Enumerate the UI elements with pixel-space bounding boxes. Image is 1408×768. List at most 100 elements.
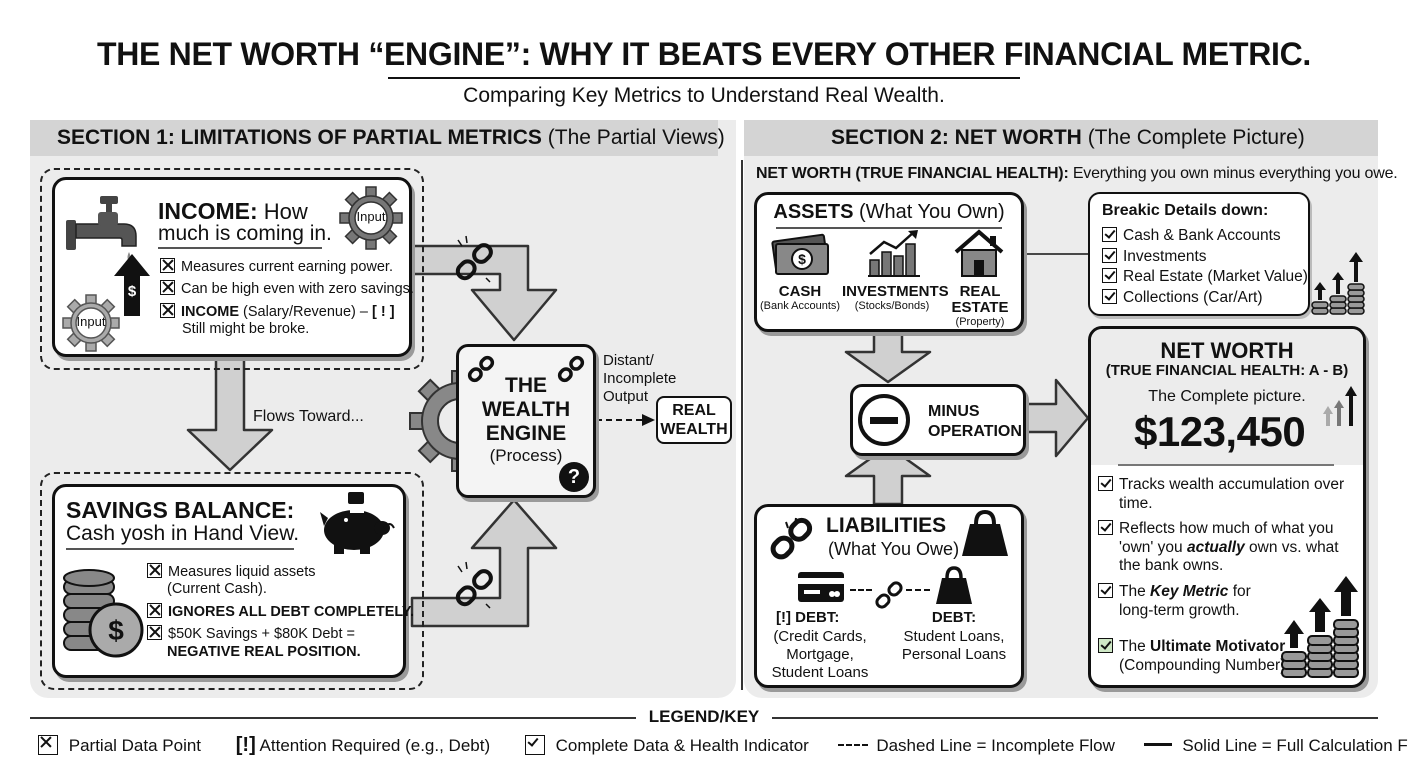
networth-item-2: Reflects how much of what you bbox=[1098, 520, 1344, 539]
partial-mark-icon bbox=[160, 258, 175, 273]
faucet-icon bbox=[66, 196, 137, 262]
gear-icon bbox=[62, 294, 120, 352]
engine-line1: THE bbox=[505, 374, 547, 397]
breakdown-item-1: Cash & Bank Accounts bbox=[1102, 227, 1308, 246]
breakdown-item-4: Collections (Car/Art) bbox=[1102, 288, 1308, 308]
flows-toward-label: Flows Toward... bbox=[253, 408, 364, 425]
networth-item-2-line3: the bank owns. bbox=[1119, 557, 1224, 575]
check-icon bbox=[524, 735, 545, 755]
legend-title: LEGEND/KEY bbox=[648, 707, 760, 726]
breakdown-card bbox=[1088, 192, 1310, 316]
dollar-up-arrow-icon: $ bbox=[114, 254, 150, 316]
legend-complete: Complete Data & Health Indicator bbox=[555, 736, 809, 755]
liabilities-to-minus-arrow bbox=[844, 444, 932, 506]
savings-underline bbox=[66, 548, 294, 550]
networth-item-1: Tracks wealth accumulation over bbox=[1098, 476, 1344, 495]
weight-icon bbox=[962, 509, 1008, 556]
liabilities-title: LIABILITIES bbox=[826, 514, 947, 537]
attention-mark-icon: [!] bbox=[235, 734, 256, 756]
growth-coins-icon bbox=[1311, 252, 1365, 315]
cash-icon: $ bbox=[771, 233, 829, 275]
asset-realestate-line2: ESTATE bbox=[951, 299, 1009, 316]
section1-header: SECTION 1: LIMITATIONS OF PARTIAL METRIC… bbox=[30, 120, 725, 156]
section-divider bbox=[741, 160, 743, 690]
check-icon bbox=[1098, 638, 1113, 654]
legend-partial: Partial Data Point bbox=[68, 736, 202, 755]
networth-item-2-line2: 'own' you actually own vs. what bbox=[1119, 538, 1339, 556]
section1-sub: (The Partial Views) bbox=[547, 126, 725, 149]
engine-line3: ENGINE bbox=[485, 422, 567, 445]
check-icon bbox=[1098, 476, 1113, 491]
real-wealth-line2: WEALTH bbox=[660, 421, 728, 438]
section2-label: SECTION 2: NET WORTH bbox=[831, 126, 1082, 149]
networth-header-fill bbox=[1091, 329, 1363, 465]
legend-rule-left bbox=[30, 717, 636, 719]
partial-mark-icon bbox=[160, 280, 175, 296]
real-wealth-line1: REAL bbox=[672, 402, 716, 419]
asset-cash-label: CASH bbox=[778, 283, 822, 300]
engine-line2: WEALTH bbox=[481, 398, 571, 421]
debt2-line2: Personal Loans bbox=[901, 646, 1007, 663]
debt1-line1: (Credit Cards, bbox=[773, 628, 867, 645]
broken-chain-icon bbox=[770, 517, 813, 560]
income-list: Measures current earning power. Can be h… bbox=[160, 258, 414, 339]
asset-realestate-line1: REAL bbox=[959, 283, 1001, 300]
income-dashed-frame bbox=[40, 168, 424, 370]
question-icon: ? bbox=[559, 462, 589, 492]
legend-solid: Solid Line = Full Calculation Flow bbox=[1182, 736, 1408, 755]
debt2-line1: Student Loans, bbox=[903, 628, 1005, 645]
income-title: INCOME: How bbox=[158, 198, 308, 224]
legend-row: Partial Data Point [!] Attention Require… bbox=[38, 734, 1408, 758]
weight-icon bbox=[936, 566, 972, 604]
legend-attention: Attention Required (e.g., Debt) bbox=[259, 736, 491, 755]
page-subtitle: Comparing Key Metrics to Understand Real… bbox=[463, 84, 945, 107]
minus-icon bbox=[858, 394, 910, 446]
savings-item-1-line2: (Current Cash). bbox=[167, 581, 267, 598]
asset-realestate-sub: (Property) bbox=[955, 316, 1005, 328]
credit-card-icon bbox=[798, 572, 844, 602]
broken-chain-icon bbox=[557, 355, 585, 383]
savings-item-1: Measures liquid assets bbox=[147, 563, 414, 581]
savings-title: SAVINGS BALANCE: bbox=[66, 497, 295, 523]
check-icon bbox=[1102, 247, 1117, 263]
assets-to-minus-arrow bbox=[844, 330, 932, 384]
assets-title: ASSETS (What You Own) bbox=[773, 201, 1005, 223]
liability-dashed-link-left bbox=[850, 589, 872, 591]
income-title-bold: INCOME: bbox=[158, 198, 258, 224]
networth-item-4-line2: (Compounding Number). bbox=[1119, 656, 1290, 674]
partial-mark-icon bbox=[160, 302, 175, 318]
networth-list: Tracks wealth accumulation over time. Re… bbox=[1098, 476, 1344, 675]
savings-item-2: IGNORES ALL DEBT COMPLETELY. bbox=[147, 602, 414, 621]
breakdown-item-2: Investments bbox=[1102, 247, 1308, 267]
output-line2: Incomplete bbox=[603, 370, 677, 387]
minus-to-networth-arrow bbox=[1024, 378, 1090, 458]
engine-line4: (Process) bbox=[489, 446, 563, 465]
income-underline bbox=[158, 247, 322, 249]
check-icon bbox=[1098, 520, 1113, 536]
broken-chain-icon bbox=[467, 355, 495, 383]
check-icon bbox=[1102, 227, 1117, 242]
networth-definition: NET WORTH (TRUE FINANCIAL HEALTH): Every… bbox=[756, 165, 1398, 182]
svg-text:$: $ bbox=[108, 615, 124, 646]
income-gear-label-top: Input bbox=[356, 209, 386, 224]
broken-chain-icon bbox=[875, 581, 903, 609]
networth-title: NET WORTH bbox=[1160, 338, 1294, 363]
networth-sub: (TRUE FINANCIAL HEALTH: A - B) bbox=[1105, 362, 1349, 379]
section2-sub: (The Complete Picture) bbox=[1087, 126, 1305, 149]
income-to-engine-arrow bbox=[410, 244, 558, 342]
networth-desc: The Complete picture. bbox=[1148, 388, 1306, 405]
debt2-title: DEBT: bbox=[931, 609, 977, 626]
income-to-savings-arrow bbox=[186, 356, 274, 472]
breakdown-list: Cash & Bank Accounts Investments Real Es… bbox=[1102, 227, 1308, 307]
income-item-3: INCOME (Salary/Revenue) – [ ! ] bbox=[160, 302, 414, 321]
income-gear-label-bottom: Input bbox=[76, 314, 106, 329]
svg-text:$: $ bbox=[128, 283, 137, 300]
bar-chart-icon bbox=[868, 230, 920, 277]
savings-item-3-line2: NEGATIVE REAL POSITION. bbox=[167, 643, 361, 660]
breakdown-title: Breakic Details down: bbox=[1102, 202, 1269, 219]
income-item-3-line2: Still might be broke. bbox=[182, 321, 310, 338]
partial-mark-icon bbox=[38, 735, 58, 755]
check-icon bbox=[1102, 288, 1117, 304]
savings-subtitle: Cash yosh in Hand View. bbox=[66, 522, 300, 545]
